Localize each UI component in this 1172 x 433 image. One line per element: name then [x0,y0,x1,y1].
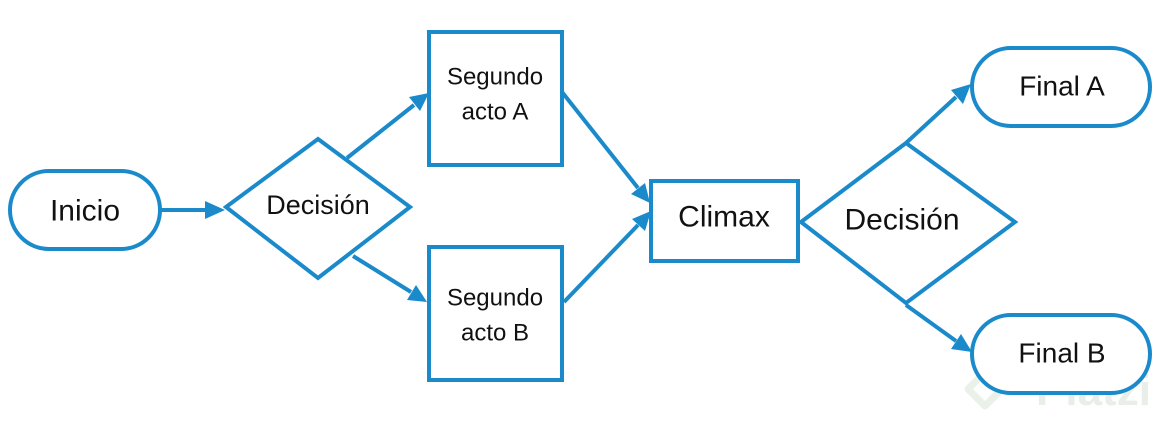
node-inicio-label: Inicio [50,195,120,228]
arrowhead-icon [951,84,971,104]
node-climax: Climax [649,179,800,263]
nodes: Inicio Decisión Segundo acto A Segundo a… [8,30,1152,395]
node-final-a-label: Final A [1019,71,1105,102]
node-decision-2: Decisión [797,140,1019,306]
node-segundo-acto-a-line2: acto A [462,99,529,126]
edge-decision-2-to-final-b [904,303,972,352]
node-final-b: Final B [970,313,1152,395]
node-decision-2-label: Decisión [844,204,959,237]
edge-decision-to-segundo-acto-b [351,254,427,302]
node-decision-1: Decisión [222,136,414,281]
node-climax-label: Climax [678,201,770,234]
node-final-b-label: Final B [1018,338,1105,369]
edge-segundo-acto-b-to-climax [562,211,651,304]
node-segundo-acto-b-line1: Segundo [447,285,543,312]
arrowhead-icon [631,183,650,203]
arrowhead-icon [951,334,972,352]
node-segundo-acto-b: Segundo acto B [427,245,564,382]
edge-decision-2-to-final-a [904,84,971,145]
edge-inicio-to-decision [160,201,225,219]
node-segundo-acto-a-line1: Segundo [447,64,543,91]
node-decision-1-label: Decisión [266,190,370,220]
arrowhead-icon [205,201,225,219]
arrowhead-icon [409,93,429,111]
edge-decision-to-segundo-acto-a [345,93,429,160]
arrowhead-icon [632,211,651,231]
node-segundo-acto-a: Segundo acto A [427,30,564,167]
edge-segundo-acto-a-to-climax [560,90,650,203]
arrowhead-icon [407,285,427,302]
edges [160,84,972,352]
node-final-a: Final A [970,46,1152,128]
node-inicio: Inicio [8,169,162,251]
node-segundo-acto-b-line2: acto B [461,320,529,347]
